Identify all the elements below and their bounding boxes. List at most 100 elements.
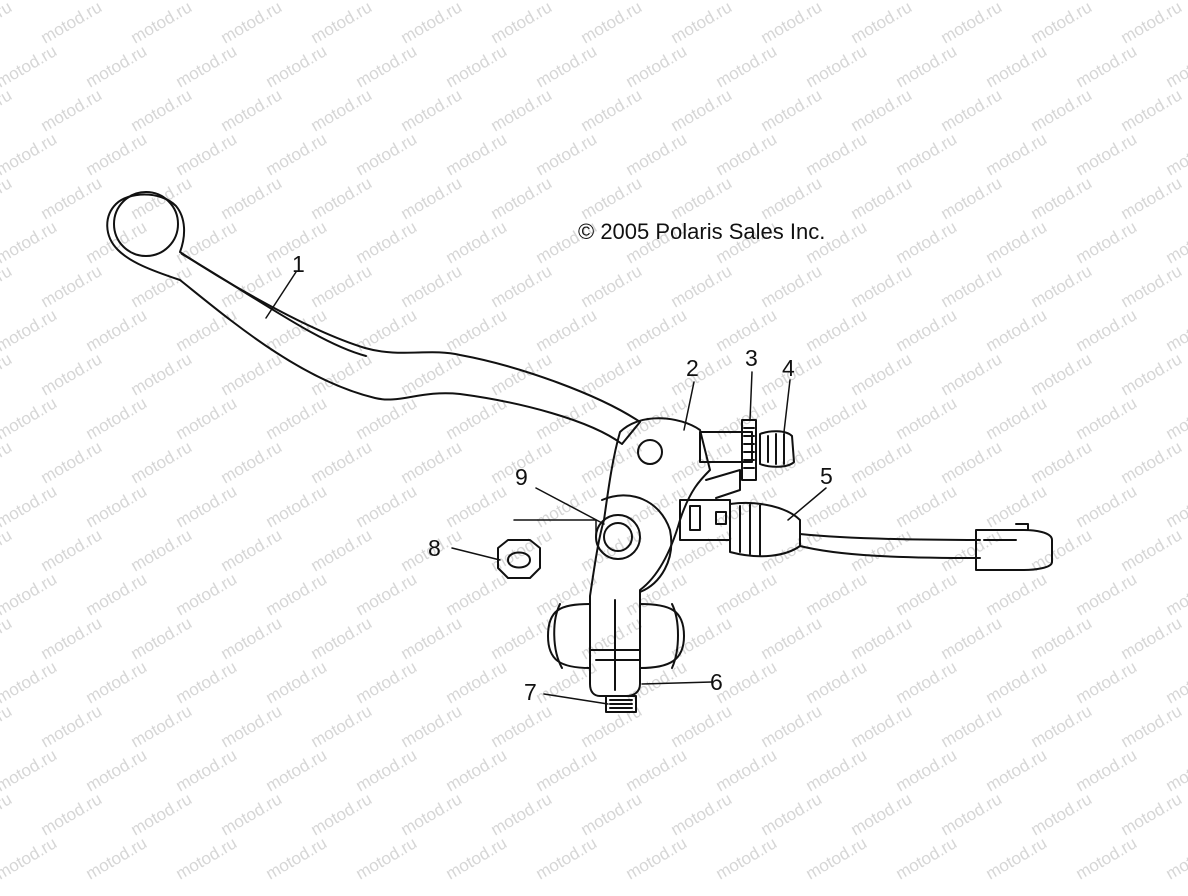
- watermark-text: motod.ru: [803, 305, 871, 355]
- watermark-text: motod.ru: [848, 173, 916, 223]
- watermark-text: motod.ru: [0, 657, 60, 707]
- watermark-text: motod.ru: [848, 613, 916, 663]
- watermark-text: motod.ru: [1118, 173, 1186, 223]
- watermark-text: motod.ru: [1028, 0, 1096, 47]
- watermark-text: motod.ru: [218, 525, 286, 575]
- watermark-text: motod.ru: [0, 129, 60, 179]
- watermark-text: motod.ru: [1073, 569, 1141, 619]
- watermark-text: motod.ru: [938, 0, 1006, 47]
- watermark-text: motod.ru: [938, 701, 1006, 751]
- watermark-text: motod.ru: [578, 261, 646, 311]
- watermark-text: motod.ru: [0, 305, 60, 355]
- watermark-text: motod.ru: [128, 789, 196, 839]
- watermark-text: motod.ru: [938, 261, 1006, 311]
- watermark-text: motod.ru: [0, 217, 60, 267]
- watermark-text: motod.ru: [578, 789, 646, 839]
- watermark-text: motod.ru: [308, 525, 376, 575]
- watermark-text: motod.ru: [1118, 525, 1186, 575]
- watermark-text: motod.ru: [38, 261, 106, 311]
- watermark-text: motod.ru: [938, 525, 1006, 575]
- watermark-text: motod.ru: [533, 305, 601, 355]
- callout-6: 6: [710, 669, 723, 695]
- watermark-text: motod.ru: [0, 261, 15, 311]
- watermark-text: motod.ru: [1073, 745, 1141, 795]
- watermark-text: motod.ru: [803, 393, 871, 443]
- watermark-text: motod.ru: [803, 745, 871, 795]
- watermark-text: motod.ru: [128, 613, 196, 663]
- watermark-text: motod.ru: [983, 393, 1051, 443]
- watermark-text: motod.ru: [0, 789, 15, 839]
- watermark-text: motod.ru: [0, 0, 15, 47]
- watermark-text: motod.ru: [893, 393, 961, 443]
- watermark-text: motod.ru: [83, 129, 151, 179]
- watermark-text: motod.ru: [308, 0, 376, 47]
- watermark-text: motod.ru: [263, 393, 331, 443]
- watermark-text: motod.ru: [38, 789, 106, 839]
- watermark-text: motod.ru: [0, 41, 60, 91]
- watermark-text: motod.ru: [1118, 261, 1186, 311]
- watermark-text: motod.ru: [533, 745, 601, 795]
- adjuster-knurled-wheel: [742, 420, 756, 480]
- watermark-text: motod.ru: [128, 701, 196, 751]
- watermark-text: motod.ru: [443, 217, 511, 267]
- watermark-text: motod.ru: [578, 613, 646, 663]
- watermark-text: motod.ru: [443, 833, 511, 883]
- watermark-text: motod.ru: [173, 745, 241, 795]
- watermark-text: motod.ru: [83, 217, 151, 267]
- watermark-text: motod.ru: [443, 745, 511, 795]
- watermark-text: motod.ru: [398, 349, 466, 399]
- watermark-text: motod.ru: [623, 569, 691, 619]
- watermark-text: motod.ru: [443, 569, 511, 619]
- watermark-text: motod.ru: [623, 129, 691, 179]
- watermark-text: motod.ru: [983, 569, 1051, 619]
- callout-3: 3: [745, 345, 758, 371]
- callout-5: 5: [820, 463, 833, 489]
- watermark-text: motod.ru: [1118, 85, 1186, 135]
- watermark-text: motod.ru: [398, 261, 466, 311]
- watermark-text: motod.ru: [218, 0, 286, 47]
- watermark-text: motod.ru: [668, 261, 736, 311]
- callout-7: 7: [524, 679, 537, 705]
- watermark-text: motod.ru: [0, 745, 60, 795]
- watermark-text: motod.ru: [848, 437, 916, 487]
- watermark-text: motod.ru: [38, 701, 106, 751]
- watermark-text: motod.ru: [803, 41, 871, 91]
- watermark-text: motod.ru: [0, 701, 15, 751]
- watermark-text: motod.ru: [83, 569, 151, 619]
- watermark-text: motod.ru: [623, 833, 691, 883]
- watermark-text: motod.ru: [128, 261, 196, 311]
- watermark-text: motod.ru: [758, 0, 826, 47]
- watermark-text: motod.ru: [803, 657, 871, 707]
- watermark-text: motod.ru: [353, 657, 421, 707]
- watermark-text: motod.ru: [398, 85, 466, 135]
- watermark-text: motod.ru: [938, 789, 1006, 839]
- watermark-text: motod.ru: [713, 569, 781, 619]
- watermark-text: motod.ru: [893, 129, 961, 179]
- watermark-text: motod.ru: [848, 701, 916, 751]
- watermark-text: motod.ru: [578, 85, 646, 135]
- watermark-text: motod.ru: [128, 525, 196, 575]
- watermark-text: motod.ru: [1073, 833, 1141, 883]
- watermark-text: motod.ru: [1073, 305, 1141, 355]
- watermark-text: motod.ru: [443, 129, 511, 179]
- watermark-text: motod.ru: [0, 173, 15, 223]
- watermark-text: motod.ru: [128, 173, 196, 223]
- watermark-text: motod.ru: [983, 41, 1051, 91]
- watermark-text: motod.ru: [263, 833, 331, 883]
- watermark-text: motod.ru: [668, 0, 736, 47]
- watermark-text: motod.ru: [128, 0, 196, 47]
- watermark-text: motod.ru: [893, 569, 961, 619]
- watermark-text: motod.ru: [1073, 393, 1141, 443]
- watermark-text: motod.ru: [803, 833, 871, 883]
- watermark-text: motod.ru: [0, 525, 15, 575]
- watermark-text: motod.ru: [848, 0, 916, 47]
- watermark-text: motod.ru: [1118, 349, 1186, 399]
- watermark-text: motod.ru: [1028, 701, 1096, 751]
- watermark-text: motod.ru: [578, 173, 646, 223]
- watermark-text: motod.ru: [308, 701, 376, 751]
- watermark-text: motod.ru: [893, 305, 961, 355]
- watermark-text: motod.ru: [0, 437, 15, 487]
- watermark-text: motod.ru: [353, 833, 421, 883]
- watermark-text: motod.ru: [38, 85, 106, 135]
- watermark-text: motod.ru: [758, 85, 826, 135]
